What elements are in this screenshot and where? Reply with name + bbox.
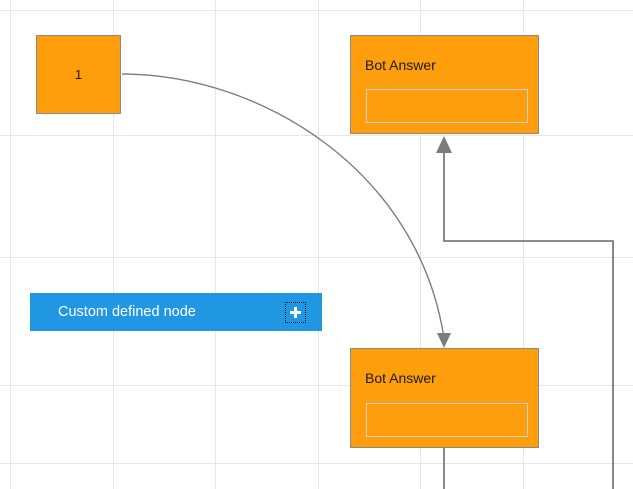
node-bot-answer-top[interactable]: Bot Answer bbox=[350, 35, 539, 134]
node-number-label: 1 bbox=[74, 67, 83, 82]
node-answer-slot[interactable] bbox=[366, 89, 528, 123]
node-numbered-1[interactable]: 1 bbox=[36, 35, 121, 114]
arrowhead-down-icon bbox=[437, 333, 451, 348]
custom-defined-node-label: Custom defined node bbox=[58, 303, 196, 320]
custom-defined-node-button[interactable]: Custom defined node bbox=[30, 293, 322, 331]
node-title-label: Bot Answer bbox=[365, 370, 436, 386]
node-answer-slot[interactable] bbox=[366, 403, 528, 437]
connector-orthogonal-right[interactable] bbox=[443, 152, 614, 489]
node-title-label: Bot Answer bbox=[365, 57, 436, 73]
connector-curved[interactable] bbox=[121, 73, 445, 339]
arrowhead-up-icon bbox=[436, 136, 452, 153]
plus-icon[interactable] bbox=[285, 301, 306, 323]
node-bot-answer-bottom[interactable]: Bot Answer bbox=[350, 348, 539, 448]
